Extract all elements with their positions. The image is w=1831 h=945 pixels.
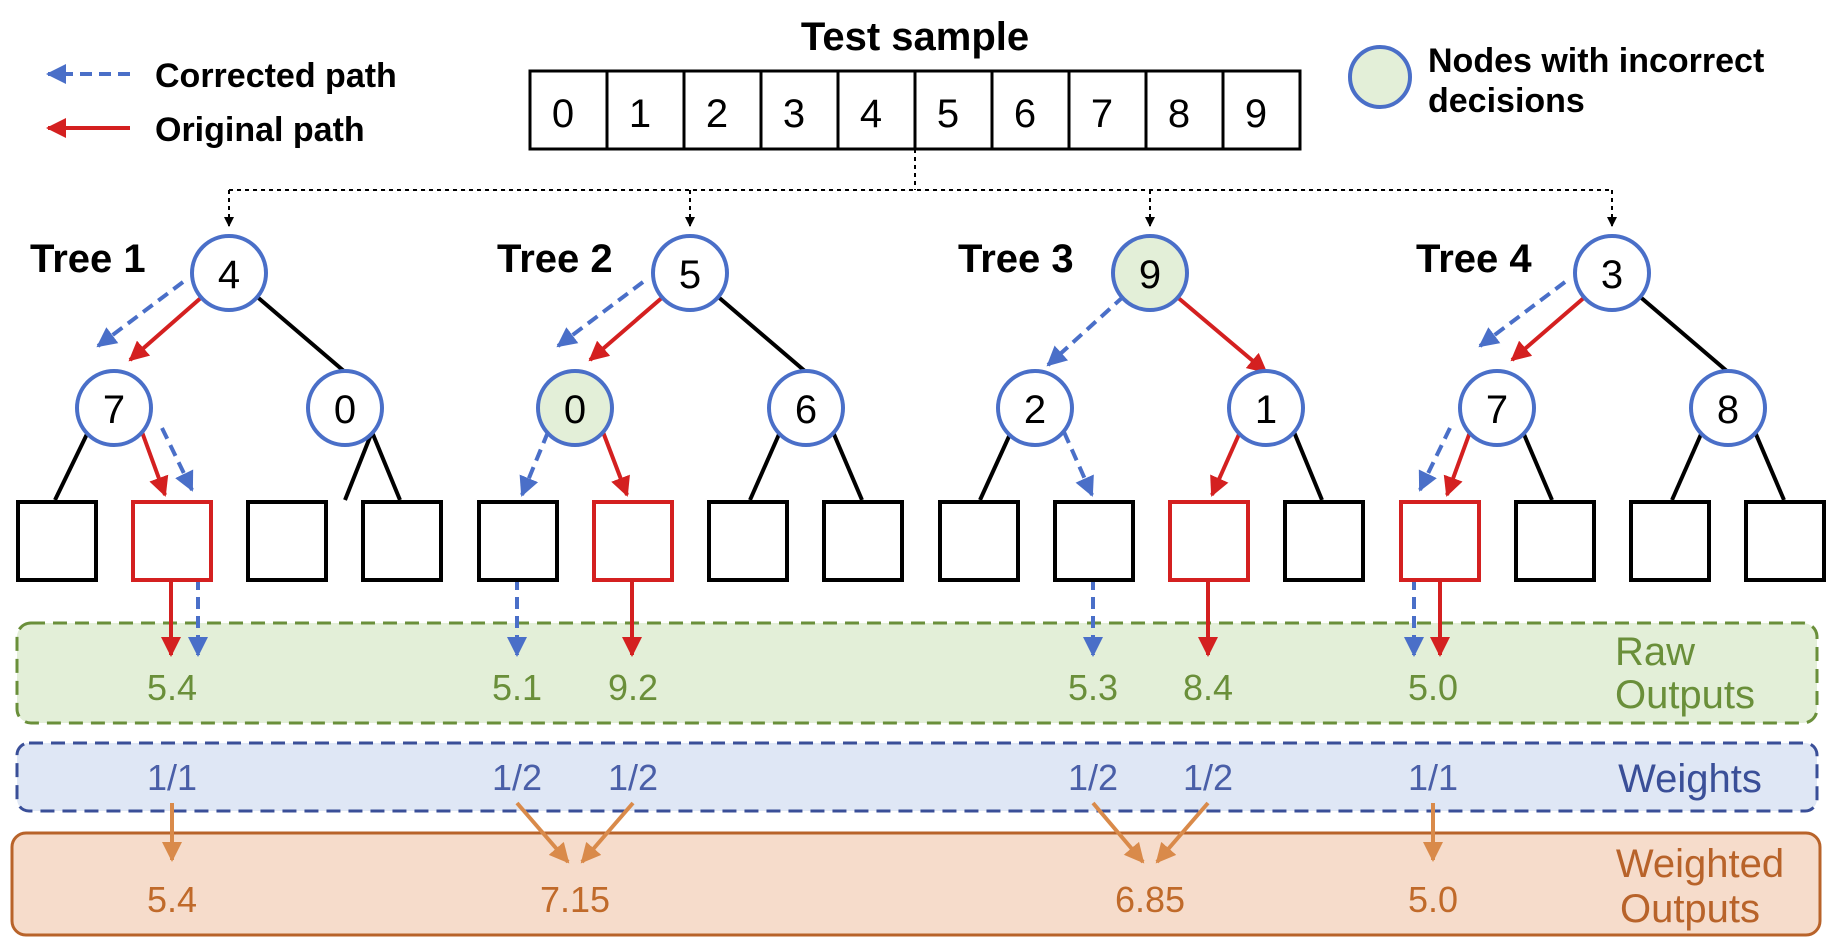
tree-node <box>1227 369 1305 447</box>
weight-value: 1/2 <box>492 757 542 798</box>
weights-band <box>15 741 1819 813</box>
legend-incorrect-label-line2: decisions <box>1428 82 1585 120</box>
weight-value: 1/2 <box>608 757 658 798</box>
leaf-original <box>1168 500 1250 582</box>
tree-node <box>1689 369 1767 447</box>
leaf <box>1053 500 1135 582</box>
tree-label: Tree 1 <box>30 237 146 281</box>
leaf-original <box>1399 500 1481 582</box>
leaf <box>361 500 443 582</box>
legend-corrected-label: Corrected path <box>155 57 397 95</box>
tree-2: Tree 2 5 0 6 <box>477 234 904 657</box>
incorrect-node-legend-icon <box>1348 45 1412 109</box>
tree-node <box>767 369 845 447</box>
tree-node <box>190 234 268 312</box>
leaf-original <box>592 500 674 582</box>
raw-output-value: 5.4 <box>147 667 197 708</box>
tree-4: Tree 4 3 7 8 <box>1399 234 1826 657</box>
weighted-outputs-title-line2: Outputs <box>1620 887 1760 931</box>
sample-cell: 4 <box>860 92 882 136</box>
node-label: 2 <box>1024 388 1046 432</box>
sample-distribution-lines <box>224 149 1617 227</box>
node-label: 9 <box>1139 253 1161 297</box>
leaf <box>822 500 904 582</box>
node-label: 1 <box>1255 388 1277 432</box>
leaf-original <box>131 500 213 582</box>
legend: Corrected path Original path Nodes with … <box>46 42 1764 149</box>
diagram-title: Test sample <box>801 15 1029 59</box>
tree-node <box>75 369 153 447</box>
sample-cell: 5 <box>937 92 959 136</box>
leaf <box>16 500 98 582</box>
weights-title: Weights <box>1618 757 1762 801</box>
tree-label: Tree 2 <box>497 237 613 281</box>
weight-value: 1/2 <box>1183 757 1233 798</box>
weighted-outputs-band <box>10 831 1822 937</box>
node-label: 0 <box>334 388 356 432</box>
leaf <box>477 500 559 582</box>
node-label: 7 <box>1486 388 1508 432</box>
tree-label: Tree 3 <box>958 237 1074 281</box>
raw-output-value: 5.0 <box>1408 667 1458 708</box>
leaf <box>246 500 328 582</box>
raw-outputs-band <box>15 621 1819 725</box>
tree-node-incorrect <box>1111 234 1189 312</box>
node-label: 5 <box>679 253 701 297</box>
leaf <box>707 500 789 582</box>
leaf <box>1629 500 1711 582</box>
sample-cell: 0 <box>552 92 574 136</box>
tree-3: Tree 3 9 2 1 <box>938 234 1365 657</box>
sample-cell: 3 <box>783 92 805 136</box>
leaf <box>938 500 1020 582</box>
legend-original-label: Original path <box>155 111 365 149</box>
test-sample-array: 0 1 2 3 4 5 6 7 8 9 <box>528 69 1302 151</box>
raw-outputs-title-line1: Raw <box>1615 630 1695 674</box>
sample-cell: 1 <box>629 92 651 136</box>
leaf <box>1744 500 1826 582</box>
weight-value: 1/2 <box>1068 757 1118 798</box>
raw-output-value: 5.3 <box>1068 667 1118 708</box>
raw-outputs-title-line2: Outputs <box>1615 673 1755 717</box>
raw-output-value: 5.1 <box>492 667 542 708</box>
weighted-output-value: 7.15 <box>540 879 610 920</box>
node-label: 7 <box>103 388 125 432</box>
node-label: 3 <box>1601 253 1623 297</box>
leaf <box>1514 500 1596 582</box>
weighted-outputs-title-line1: Weighted <box>1616 842 1784 886</box>
sample-cell: 7 <box>1091 92 1113 136</box>
weight-value: 1/1 <box>1408 757 1458 798</box>
tree-label: Tree 4 <box>1416 237 1532 281</box>
tree-1: Tree 1 4 7 0 <box>16 234 443 657</box>
tree-node <box>996 369 1074 447</box>
tree-node <box>651 234 729 312</box>
weighted-output-arrows <box>162 801 1443 864</box>
tree-node-incorrect <box>536 369 614 447</box>
tree-node <box>1458 369 1536 447</box>
leaf <box>1283 500 1365 582</box>
tree-node <box>1573 234 1651 312</box>
sample-cell: 6 <box>1014 92 1036 136</box>
node-label: 4 <box>218 253 240 297</box>
sample-cell: 9 <box>1245 92 1267 136</box>
weighted-output-value: 5.0 <box>1408 879 1458 920</box>
weighted-output-value: 5.4 <box>147 879 197 920</box>
weight-value: 1/1 <box>147 757 197 798</box>
sample-cell: 8 <box>1168 92 1190 136</box>
node-label: 0 <box>564 388 586 432</box>
sample-cell: 2 <box>706 92 728 136</box>
weighted-output-value: 6.85 <box>1115 879 1185 920</box>
node-label: 6 <box>795 388 817 432</box>
raw-output-value: 9.2 <box>608 667 658 708</box>
raw-output-value: 8.4 <box>1183 667 1233 708</box>
tree-node <box>306 369 384 447</box>
node-label: 8 <box>1717 388 1739 432</box>
legend-incorrect-label-line1: Nodes with incorrect <box>1428 42 1764 80</box>
